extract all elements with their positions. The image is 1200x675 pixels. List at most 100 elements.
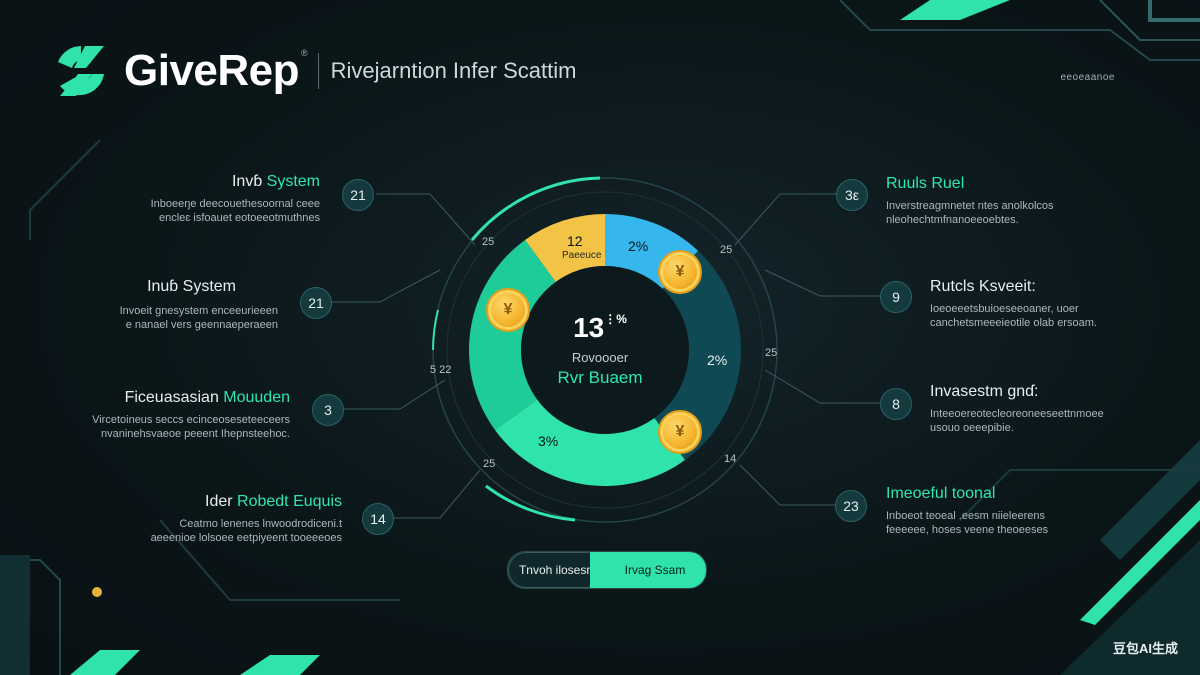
ring-label-top-right: 25 — [720, 244, 733, 256]
left-item-1-title: Invɓ System — [80, 173, 320, 191]
right-item-1-desc: Inverstreagmnetet ntes anolkolcos nleohec… — [886, 199, 1126, 227]
left-item-3: Ficeuasasian Mouuden Vircetoineus seccs … — [50, 389, 290, 441]
left-item-1-desc-line: Inboeeŋe deecouethesoornal ceee — [150, 198, 320, 210]
right-item-3-desc-line: usouo oeeepibie. — [930, 422, 1014, 434]
left-item-2-title: Inuɓ System — [0, 278, 236, 296]
brand-divider — [317, 53, 319, 89]
ring-accent-left — [432, 309, 439, 351]
corner-accent-bottom-left-2 — [240, 655, 320, 675]
right-item-4-title-accent: Imeoeful toonal — [886, 485, 996, 502]
left-item-4-title: Ider Robedt Euquis — [102, 493, 342, 511]
left-item-4-desc-line: Ceatmo lenenes lnwoodrodiceni.t — [179, 518, 342, 530]
circuit-line-top-right-3 — [1148, 0, 1200, 22]
left-item-1-title-plain: Invɓ — [231, 173, 267, 190]
coin-icon: ¥ — [486, 288, 530, 332]
donut-slice — [525, 214, 605, 283]
slice-label: 3% — [538, 433, 559, 449]
left-item-1-desc: Inboeeŋe deecouethesoornal ceee encleɛ is… — [80, 197, 320, 225]
left-item-4-desc: Ceatmo lenenes lnwoodrodiceni.t aeeenioe … — [102, 517, 342, 545]
corner-accent-top — [900, 0, 1010, 20]
circuit-line-bottom — [159, 519, 400, 601]
donut-slice — [654, 250, 742, 461]
right-item-1-title-accent: Ruuls Ruel — [886, 175, 965, 192]
left-item-4-desc-line: aeeenioe lolsoee eetpiyeent tooeeeoes — [150, 532, 342, 544]
right-item-1-desc-line: Inverstreagmnetet ntes anolkolcos — [886, 200, 1054, 212]
toggle-option-left[interactable]: Tnvoh ilosesn — [508, 552, 604, 588]
right-item-4-desc: Inboeot teoeal .eesm niieleerens feeeeee,… — [886, 509, 1126, 537]
slice-label: 2% — [707, 352, 728, 368]
center-number-glyph: ⋮% — [604, 312, 627, 326]
brand-header: GiveRep ® Rivejarntion Infer Scattim — [52, 42, 576, 100]
trademark-symbol: ® — [301, 48, 308, 58]
circuit-line-top-right-2 — [1099, 0, 1200, 41]
right-item-2-desc-line: Ioeoeeetsbuioeseeoaner, uoer — [930, 303, 1079, 315]
right-item-4-desc-line: feeeeee, hoses veene theoeeses — [886, 524, 1049, 536]
ring-label-right: 25 — [765, 347, 778, 359]
ring-label-bottom-right: 14 — [724, 453, 737, 465]
center-number: 13⋮% — [560, 312, 640, 344]
view-toggle[interactable]: Tnvoh ilosesn Irvag Ssam — [507, 551, 707, 589]
right-item-4-title: Imeoeful toonal — [886, 485, 1126, 503]
brand-name: GiveRep — [124, 46, 300, 95]
slice-label: 2% — [628, 238, 649, 254]
right-item-3-desc-line: Inteeoereotecleoreoneeseettnmoee — [930, 408, 1104, 420]
left-item-3-title-accent: Mouuden — [223, 389, 290, 406]
inner-ring — [446, 191, 764, 509]
left-item-1-number: 21 — [342, 179, 374, 211]
ring-label-left: 5 22 — [430, 364, 452, 376]
connector-left-3 — [344, 379, 446, 410]
toggle-option-right[interactable]: Irvag Ssam — [590, 552, 706, 588]
ring-accent-bottom — [485, 484, 576, 522]
top-right-label: eeoeaanoe — [1060, 72, 1115, 83]
circuit-line-left — [29, 139, 101, 240]
left-item-4-number: 14 — [362, 503, 394, 535]
left-item-2-desc-line: Invoeit gnesystem enceeurieeen — [119, 305, 278, 317]
ring-accent-top — [470, 176, 601, 241]
brand-subtitle: Rivejarntion Infer Scattim — [330, 58, 577, 83]
right-item-1-title: Ruuls Ruel — [886, 175, 1126, 193]
center-subtitle: Rovoooer — [571, 350, 629, 365]
left-item-3-number: 3 — [312, 394, 344, 426]
right-item-2-title-plain: Rutcls Ksveeit: — [930, 278, 1036, 295]
right-item-4-desc-line: Inboeot teoeal .eesm niieleerens — [886, 510, 1045, 522]
right-item-2-number: 9 — [880, 281, 912, 313]
right-item-2-title: Rutcls Ksveeit: — [930, 278, 1170, 296]
donut-slice — [469, 239, 556, 430]
corner-accent-right — [1080, 500, 1200, 625]
right-item-2-desc-line: canchetsmeeeieotile olab ersoam. — [930, 317, 1097, 329]
coin-icon: ¥ — [658, 250, 702, 294]
left-item-3-desc-line: nvaninehsvaeoe peeent Ihepnsteehoc. — [101, 428, 290, 440]
connector-right-2 — [764, 269, 880, 297]
right-item-3: Invasestm gnɗ: Inteeoereotecleoreoneesee… — [930, 383, 1170, 435]
right-item-2: Rutcls Ksveeit: Ioeoeeetsbuioeseeoaner, … — [930, 278, 1170, 330]
corner-block-bottom-left — [0, 555, 30, 675]
left-item-3-title: Ficeuasasian Mouuden — [50, 389, 290, 407]
center-number-value: 13 — [573, 312, 605, 343]
right-item-3-number: 8 — [880, 388, 912, 420]
connector-left-1 — [376, 193, 476, 246]
donut-chart — [469, 214, 742, 486]
watermark: 豆包AI生成 — [1112, 641, 1178, 656]
right-item-3-title-plain: Invasestm gnɗ: — [930, 383, 1039, 400]
slice-sublabel: Paeeuce — [562, 250, 602, 261]
right-item-3-desc: Inteeoereotecleoreoneeseettnmoee usouo oe… — [930, 407, 1170, 435]
left-item-3-title-plain: Ficeuasasian — [124, 389, 224, 406]
left-item-1-desc-line: encleɛ isfoauet eotoeeotmuthnes — [159, 212, 320, 224]
donut-hole — [521, 266, 689, 434]
donut-slice — [494, 399, 685, 486]
left-item-4: Ider Robedt Euquis Ceatmo lenenes lnwood… — [102, 493, 342, 545]
right-item-4-number: 23 — [835, 490, 867, 522]
left-item-2: Inuɓ System — [0, 278, 236, 296]
corner-shape-bottom-right — [1060, 540, 1200, 675]
coin-icon: ¥ — [658, 410, 702, 454]
right-item-1-desc-line: nleohechtmfnanoeeoebtes. — [886, 214, 1019, 226]
giverep-logo-icon — [58, 46, 104, 96]
left-item-2-number: 21 — [300, 287, 332, 319]
right-item-4: Imeoeful toonal Inboeot teoeal .eesm nii… — [886, 485, 1126, 537]
right-item-3-title: Invasestm gnɗ: — [930, 383, 1170, 401]
center-accent-label: Rvr Buaem — [557, 368, 643, 387]
